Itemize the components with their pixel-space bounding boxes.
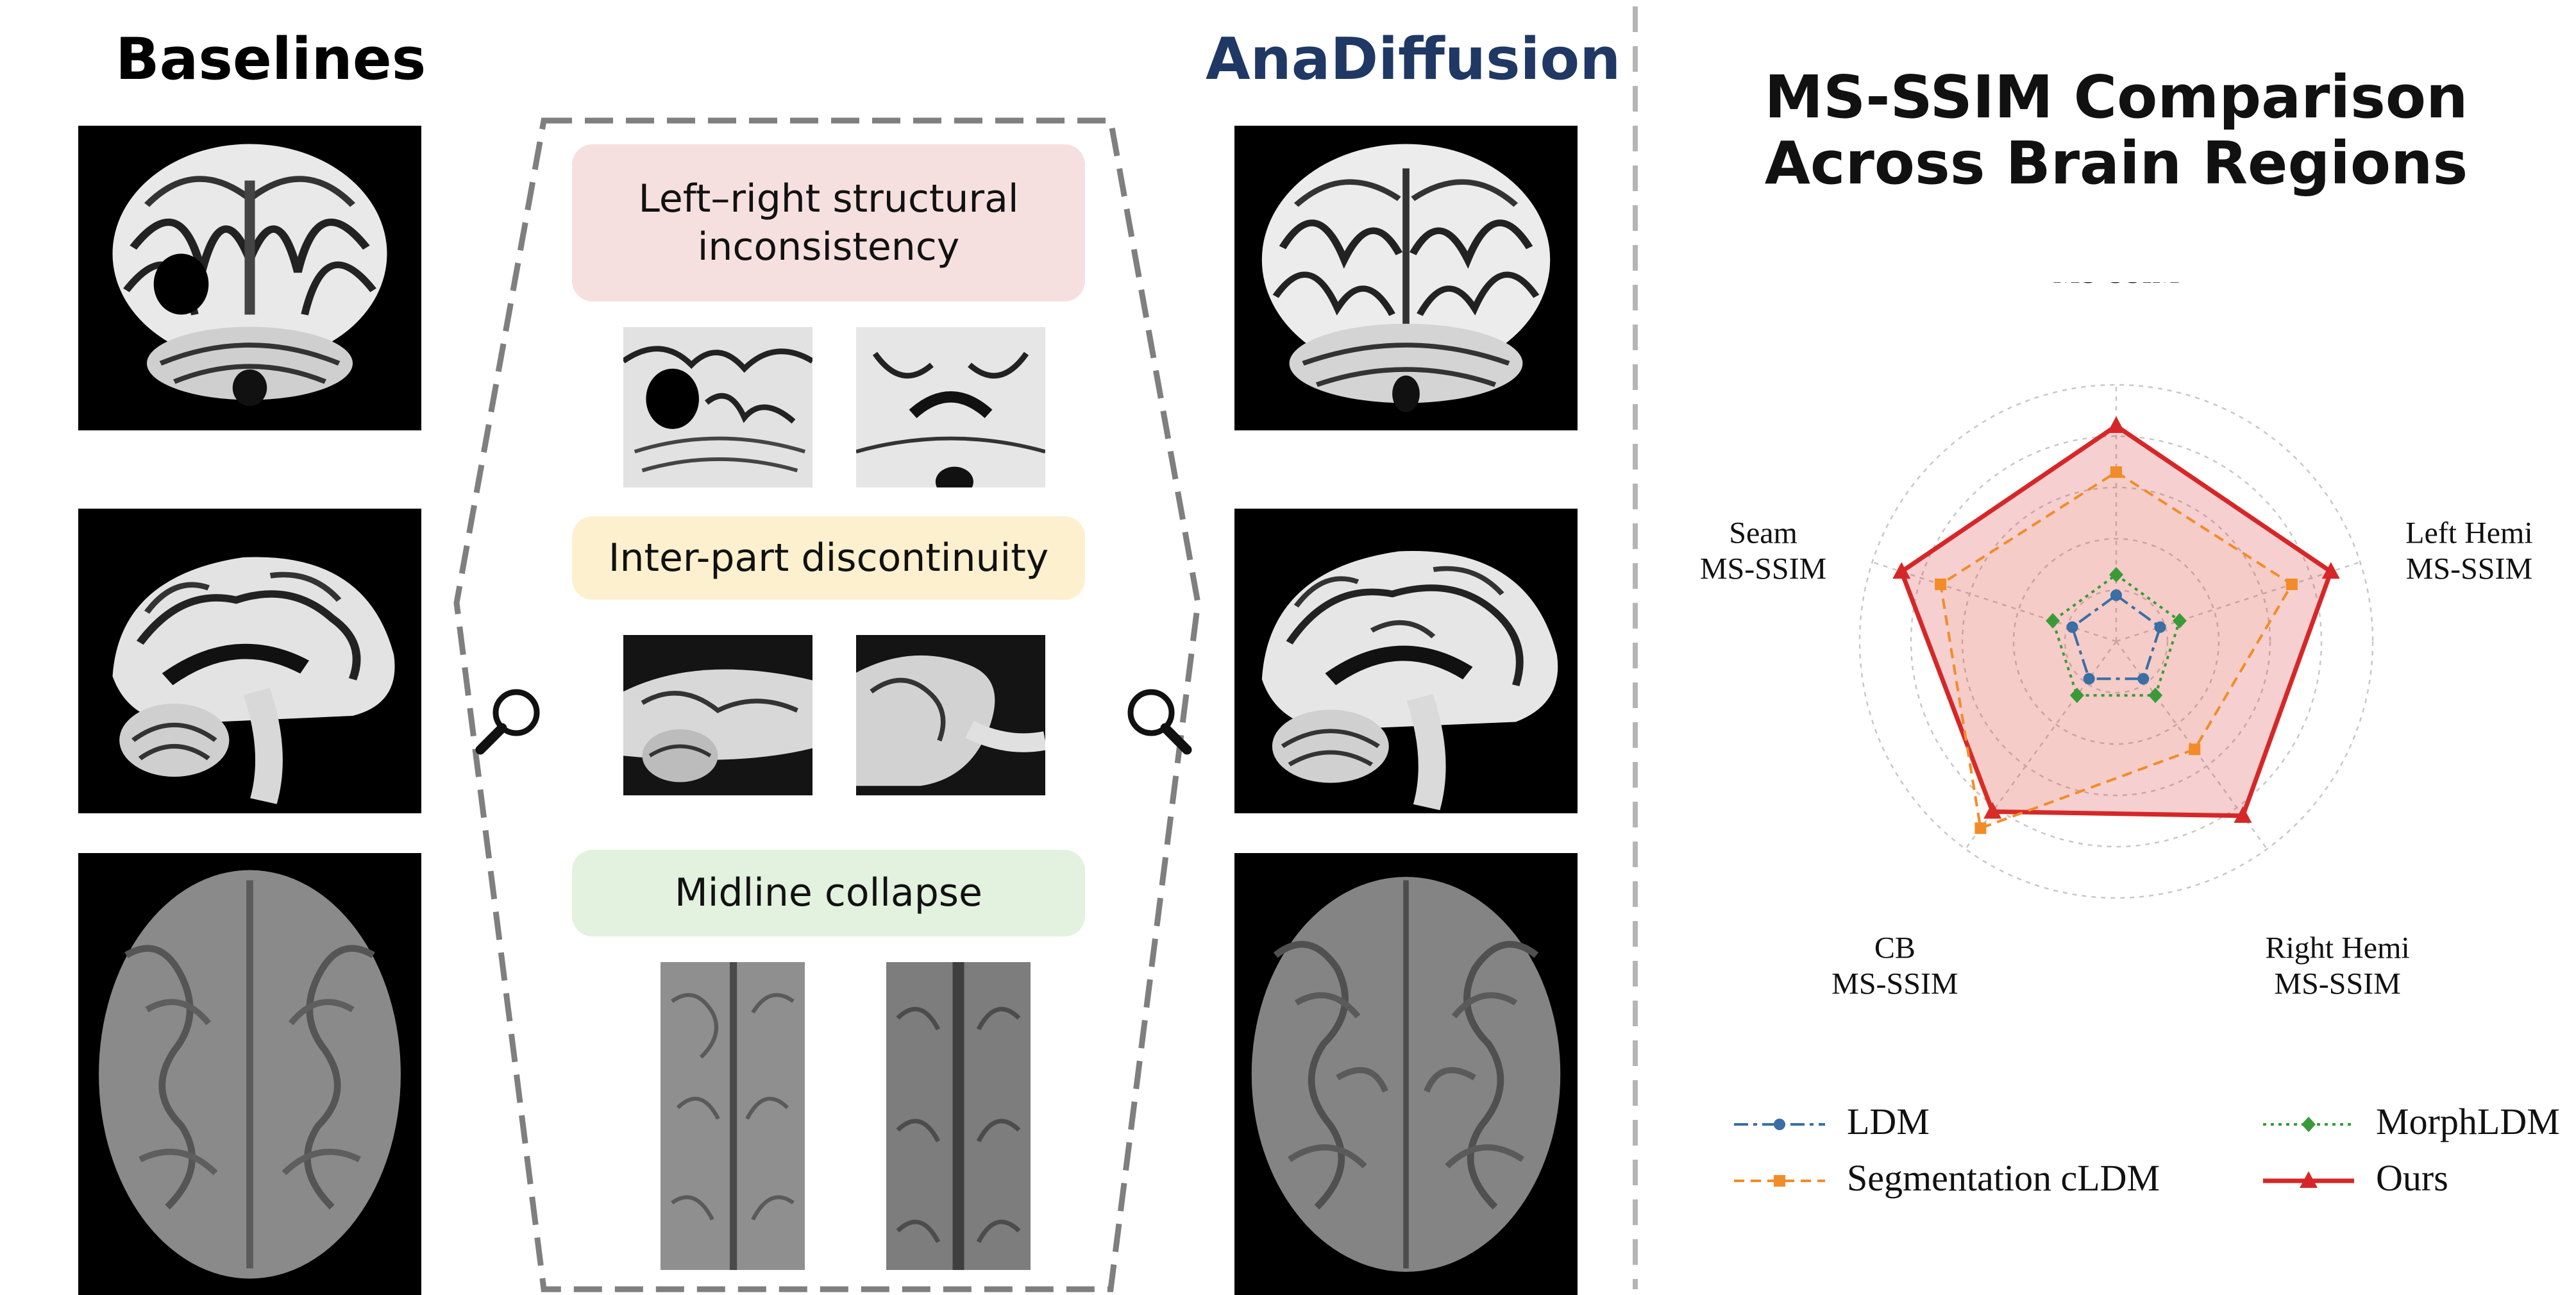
baselines-heading: Baselines (115, 26, 426, 93)
radar-point-ours (1892, 562, 1911, 579)
baseline-axial-image (78, 853, 421, 1295)
radar-axis-label: WBMS-SSIM (2053, 282, 2179, 290)
callout-inter-part-discontinuity: Inter-part discontinuity (572, 516, 1085, 600)
radar-point-ours (2234, 806, 2252, 823)
radar-point-morphldm (2109, 567, 2123, 582)
baseline-sagittal-image (78, 509, 421, 813)
radar-series-ours (1898, 423, 2334, 818)
radar-point-morphldm (2172, 613, 2187, 629)
radar-point-ours (2107, 416, 2125, 433)
crop-axial-baseline-2 (886, 962, 1031, 1270)
legend-label-morphldm: MorphLDM (2376, 1101, 2560, 1142)
legend-swatch-segmentation-cldm (1734, 1175, 1825, 1187)
callout-midline-collapse: Midline collapse (572, 850, 1085, 936)
radar-point-segmentation-cldm (1935, 579, 1947, 591)
crop-sagittal-baseline (623, 635, 812, 795)
radar-point-segmentation-cldm (1974, 822, 1987, 834)
legend-swatch-ldm (1734, 1119, 1825, 1130)
legend-swatch-ours (2263, 1171, 2354, 1188)
callout-left-right-inconsistency: Left–right structural inconsistency (572, 144, 1085, 301)
anadiffusion-axial-image (1234, 853, 1578, 1295)
legend-label-ours: Ours (2376, 1157, 2448, 1199)
anadiffusion-coronal-image (1234, 126, 1578, 430)
radar-point-segmentation-cldm (2110, 466, 2122, 478)
magnifier-icon (475, 689, 540, 755)
radar-series-segmentation-cldm (1939, 470, 2294, 830)
legend-marker (1774, 1175, 1785, 1187)
radar-point-morphldm (2046, 613, 2060, 629)
radar-point-ldm (2066, 621, 2078, 633)
radar-point-ldm (2137, 673, 2150, 685)
chart-legend: LDM Segmentation cLDM MorphLDM Ours (1731, 1100, 2565, 1228)
anadiffusion-sagittal-image (1234, 509, 1578, 813)
radar-grid-ring (1910, 435, 2323, 848)
baseline-coronal-image (78, 126, 421, 430)
radar-grid-ring (1858, 384, 2374, 899)
callout-dashed-frame (453, 117, 1201, 1292)
radar-point-segmentation-cldm (2286, 579, 2298, 591)
radar-point-ldm (2083, 673, 2095, 685)
radar-point-morphldm (2148, 688, 2163, 704)
legend-label-ldm: LDM (1847, 1101, 1930, 1142)
crop-coronal-baseline-2 (856, 327, 1045, 487)
radar-point-ours (1983, 802, 2002, 819)
legend-label-segmentation-cldm: Segmentation cLDM (1847, 1157, 2160, 1199)
radar-point-ours (2321, 562, 2340, 579)
crop-axial-baseline (661, 962, 805, 1270)
magnifier-icon-right (1127, 689, 1192, 755)
radar-point-ldm (2110, 589, 2122, 601)
radar-series-ldm (2071, 593, 2162, 681)
anadiffusion-heading: AnaDiffusion (1206, 26, 1621, 93)
section-divider (1633, 6, 1638, 1289)
crop-sagittal-baseline-2 (856, 635, 1045, 795)
legend-marker (2300, 1171, 2318, 1188)
crop-coronal-baseline (623, 327, 812, 487)
radar-point-morphldm (2069, 688, 2084, 704)
legend-marker (1774, 1119, 1785, 1130)
radar-grid-ring (2012, 537, 2220, 745)
legend-swatch-morphldm (2263, 1117, 2354, 1132)
radar-point-ldm (2154, 621, 2166, 633)
radar-point-segmentation-cldm (2189, 743, 2201, 756)
legend-marker (2302, 1117, 2316, 1132)
